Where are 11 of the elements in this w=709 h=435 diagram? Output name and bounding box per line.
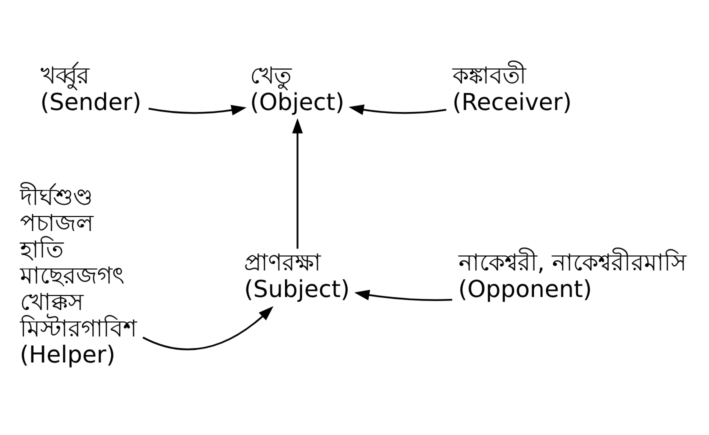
node-text: খর্ব্বুর (Sender)	[40, 61, 142, 116]
arrow	[142, 306, 274, 350]
node-text: কঙ্কাবতী (Receiver)	[452, 61, 572, 116]
arrow	[348, 104, 446, 116]
arrow	[292, 118, 303, 249]
node-text: প্রাণরক্ষা (Subject)	[244, 248, 350, 303]
node-text: খেতু (Object)	[250, 61, 344, 116]
node-text: নাকেশ্বরী, নাকেশ্বরীরমাসি (Opponent)	[458, 248, 686, 303]
arrow	[354, 290, 452, 301]
node-text: দীর্ঘশুণ্ড পচাজল হাতি মাছেরজগৎ খোক্কস মিস্টারগাবিশ (Helper)	[20, 182, 137, 369]
arrow	[148, 104, 247, 116]
